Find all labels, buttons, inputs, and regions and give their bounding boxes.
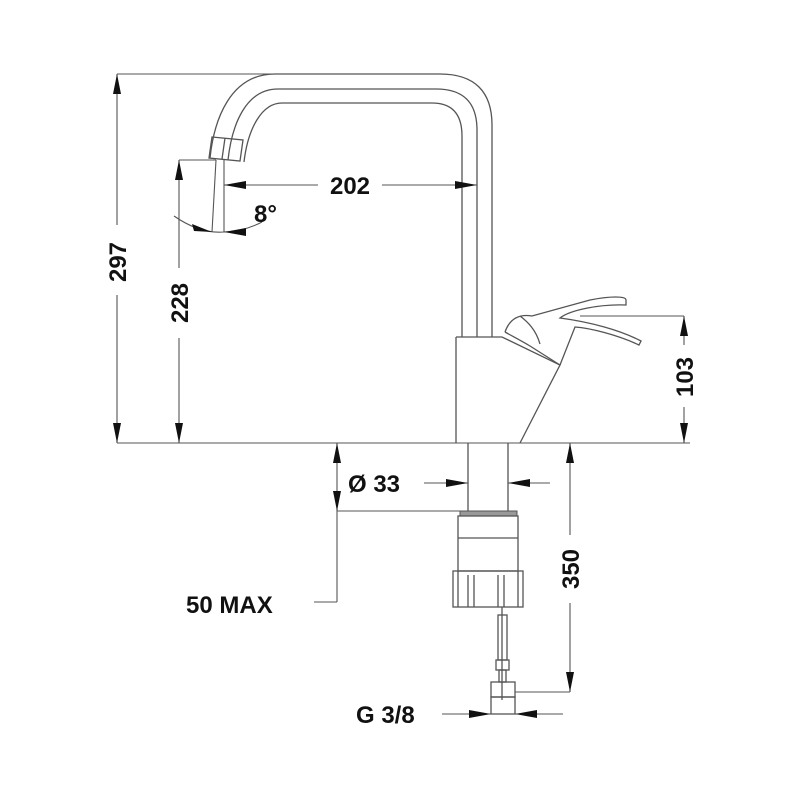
hose-fitting-nut — [490, 681, 516, 698]
lever-pivot — [519, 315, 541, 345]
dim-g-3-8: G 3/8 — [356, 702, 563, 729]
nut-knurled — [452, 570, 524, 608]
aerator-split — [221, 137, 226, 160]
aerator — [208, 136, 244, 162]
label-202: 202 — [330, 173, 370, 200]
faucet-body — [208, 73, 642, 715]
dim-diameter-33: Ø 33 — [348, 471, 550, 498]
lever-base — [504, 331, 561, 366]
washer — [459, 510, 518, 517]
label-228: 228 — [167, 283, 194, 323]
body-top-slope — [456, 336, 561, 444]
dim-angle-8: 8° — [173, 159, 277, 236]
lever-handle — [504, 296, 642, 366]
dim-103: 103 — [580, 315, 699, 443]
label-350: 350 — [558, 549, 585, 589]
label-103: 103 — [672, 357, 699, 397]
label-50-max: 50 MAX — [186, 592, 273, 619]
hose-fitting-body — [490, 696, 516, 715]
spout-mid-edge — [227, 88, 478, 337]
label-297: 297 — [105, 242, 132, 282]
dim-297: 297 — [104, 73, 275, 443]
dim-50-max: 50 MAX — [186, 443, 460, 619]
dim-350: 350 — [515, 443, 585, 693]
spout-inner-edge — [243, 102, 463, 337]
label-diameter-33: Ø 33 — [348, 471, 400, 498]
dim-202: 202 — [223, 160, 477, 232]
dim-228: 228 — [166, 159, 216, 443]
label-g-3-8: G 3/8 — [356, 702, 415, 729]
label-8-degrees: 8° — [254, 201, 277, 228]
spout-outer-edge — [209, 73, 493, 337]
nut-upper — [457, 515, 519, 572]
